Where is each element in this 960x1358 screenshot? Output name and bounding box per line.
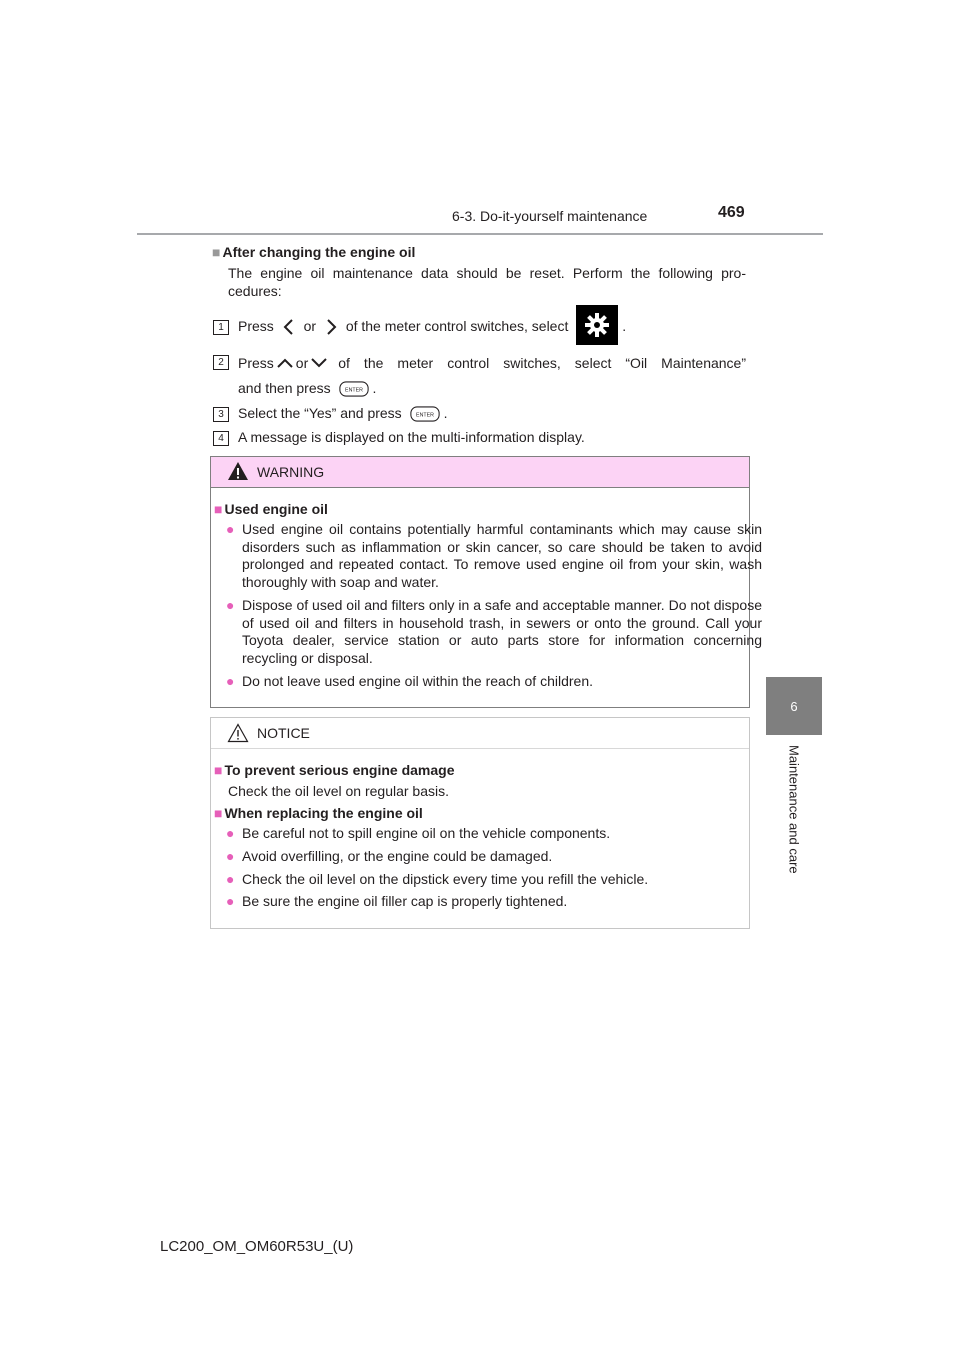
warning-item-2-text: Dispose of used oil and filters only in … (242, 597, 762, 666)
step-1-text: of the meter control switches, select (345, 318, 569, 334)
step-number-1: 1 (213, 320, 229, 335)
step-number-2: 2 (213, 355, 229, 370)
step-number-3: 3 (213, 407, 229, 422)
step-2-line1: Press or of the meter control switches, … (238, 354, 746, 372)
notice-item-1: ● Be careful not to spill engine oil on t… (226, 825, 762, 843)
step-1-end: . (622, 318, 627, 334)
notice-item-4-text: Be sure the engine oil filler cap is pro… (242, 893, 568, 909)
notice-item-3: ● Check the oil level on the dipstick eve… (226, 871, 762, 889)
svg-text:ENTER: ENTER (345, 388, 363, 394)
warning-label: WARNING (257, 464, 325, 480)
manual-code: LC200_OM_OM60R53U_(U) (160, 1238, 354, 1255)
bullet-icon: ● (226, 825, 235, 841)
header-divider (137, 233, 823, 235)
step-1-press: Press (238, 318, 274, 334)
warning-box: WARNING (210, 456, 750, 708)
warning-item-2: ● Dispose of used oil and filters only in… (226, 597, 762, 667)
warning-item-1: ● Used engine oil contains potentially ha… (226, 521, 762, 591)
notice-triangle-icon (227, 723, 249, 743)
bullet-icon: ● (226, 871, 235, 887)
chapter-label-container: Maintenance and care (766, 745, 822, 895)
gear-icon (576, 305, 619, 346)
step-3-end: . (443, 405, 448, 421)
step-3-text: Select the “Yes” and press (238, 405, 402, 421)
chapter-tab: 6 (766, 677, 822, 735)
notice-item-3-text: Check the oil level on the dipstick ever… (242, 871, 649, 887)
notice-label: NOTICE (257, 725, 310, 741)
heading-square-icon: ■ (212, 244, 221, 260)
after-change-heading-row: ■After changing the engine oil (212, 243, 415, 261)
notice-item-2-text: Avoid overfilling, or the engine could b… (242, 848, 553, 864)
notice-heading-2-row: ■When replacing the engine oil (214, 804, 423, 822)
notice-item-1-text: Be careful not to spill engine oil on th… (242, 825, 611, 841)
chapter-number: 6 (790, 698, 798, 714)
step-3: Select the “Yes” and press ENTER. (238, 404, 447, 422)
step-2-end: . (372, 380, 377, 396)
warning-item-1-text: Used engine oil contains potentially har… (242, 521, 762, 590)
warning-header: WARNING (211, 457, 749, 488)
bullet-icon: ● (226, 673, 235, 689)
step-2-then-press: and then press (238, 380, 331, 396)
step-2-line2: and then press ENTER. (238, 379, 376, 397)
notice-item-4: ● Be sure the engine oil filler cap is pr… (226, 893, 762, 911)
chevron-down-icon (311, 358, 327, 368)
notice-header: NOTICE (211, 718, 749, 749)
step-2-or: or (295, 355, 309, 371)
enter-button-icon: ENTER (409, 406, 440, 422)
chevron-right-icon (327, 319, 337, 336)
notice-text-1: Check the oil level on regular basis. (228, 783, 450, 799)
page-number: 469 (718, 204, 745, 221)
notice-box: NOTICE (210, 717, 750, 929)
bullet-icon: ● (226, 597, 235, 613)
svg-text:ENTER: ENTER (416, 413, 434, 419)
heading-square-icon: ■ (214, 805, 223, 821)
chevron-left-icon (283, 319, 293, 336)
chevron-up-icon (277, 358, 293, 368)
step-4-text: A message is displayed on the multi-info… (238, 429, 585, 445)
heading-square-icon: ■ (214, 762, 223, 778)
heading-square-icon: ■ (214, 501, 223, 517)
notice-heading-2: When replacing the engine oil (224, 805, 423, 821)
bullet-icon: ● (226, 521, 235, 537)
bullet-icon: ● (226, 848, 235, 864)
section-title: 6-3. Do-it-yourself maintenance (452, 208, 648, 224)
after-change-intro: The engine oil maintenance data should b… (228, 265, 746, 299)
step-number-4: 4 (213, 431, 229, 446)
warning-item-3: ● Do not leave used engine oil within the… (226, 673, 762, 691)
chapter-label: Maintenance and care (786, 745, 802, 874)
warning-item-3-text: Do not leave used engine oil within the … (242, 673, 593, 689)
step-2-press: Press (238, 355, 274, 371)
warning-heading: Used engine oil (224, 501, 328, 517)
after-change-heading: After changing the engine oil (222, 244, 416, 260)
enter-button-icon: ENTER (338, 381, 369, 397)
notice-heading-1-row: ■To prevent serious engine damage (214, 761, 455, 779)
bullet-icon: ● (226, 893, 235, 909)
step-1-or: or (303, 318, 317, 334)
notice-item-2: ● Avoid overfilling, or the engine could … (226, 848, 762, 866)
step-2-text: of the meter control switches, select “O… (338, 355, 746, 371)
warning-triangle-icon (228, 462, 248, 480)
notice-heading-1: To prevent serious engine damage (224, 762, 455, 778)
warning-heading-row: ■Used engine oil (214, 500, 328, 518)
step-1: Press or of the meter control switches, … (238, 305, 627, 346)
